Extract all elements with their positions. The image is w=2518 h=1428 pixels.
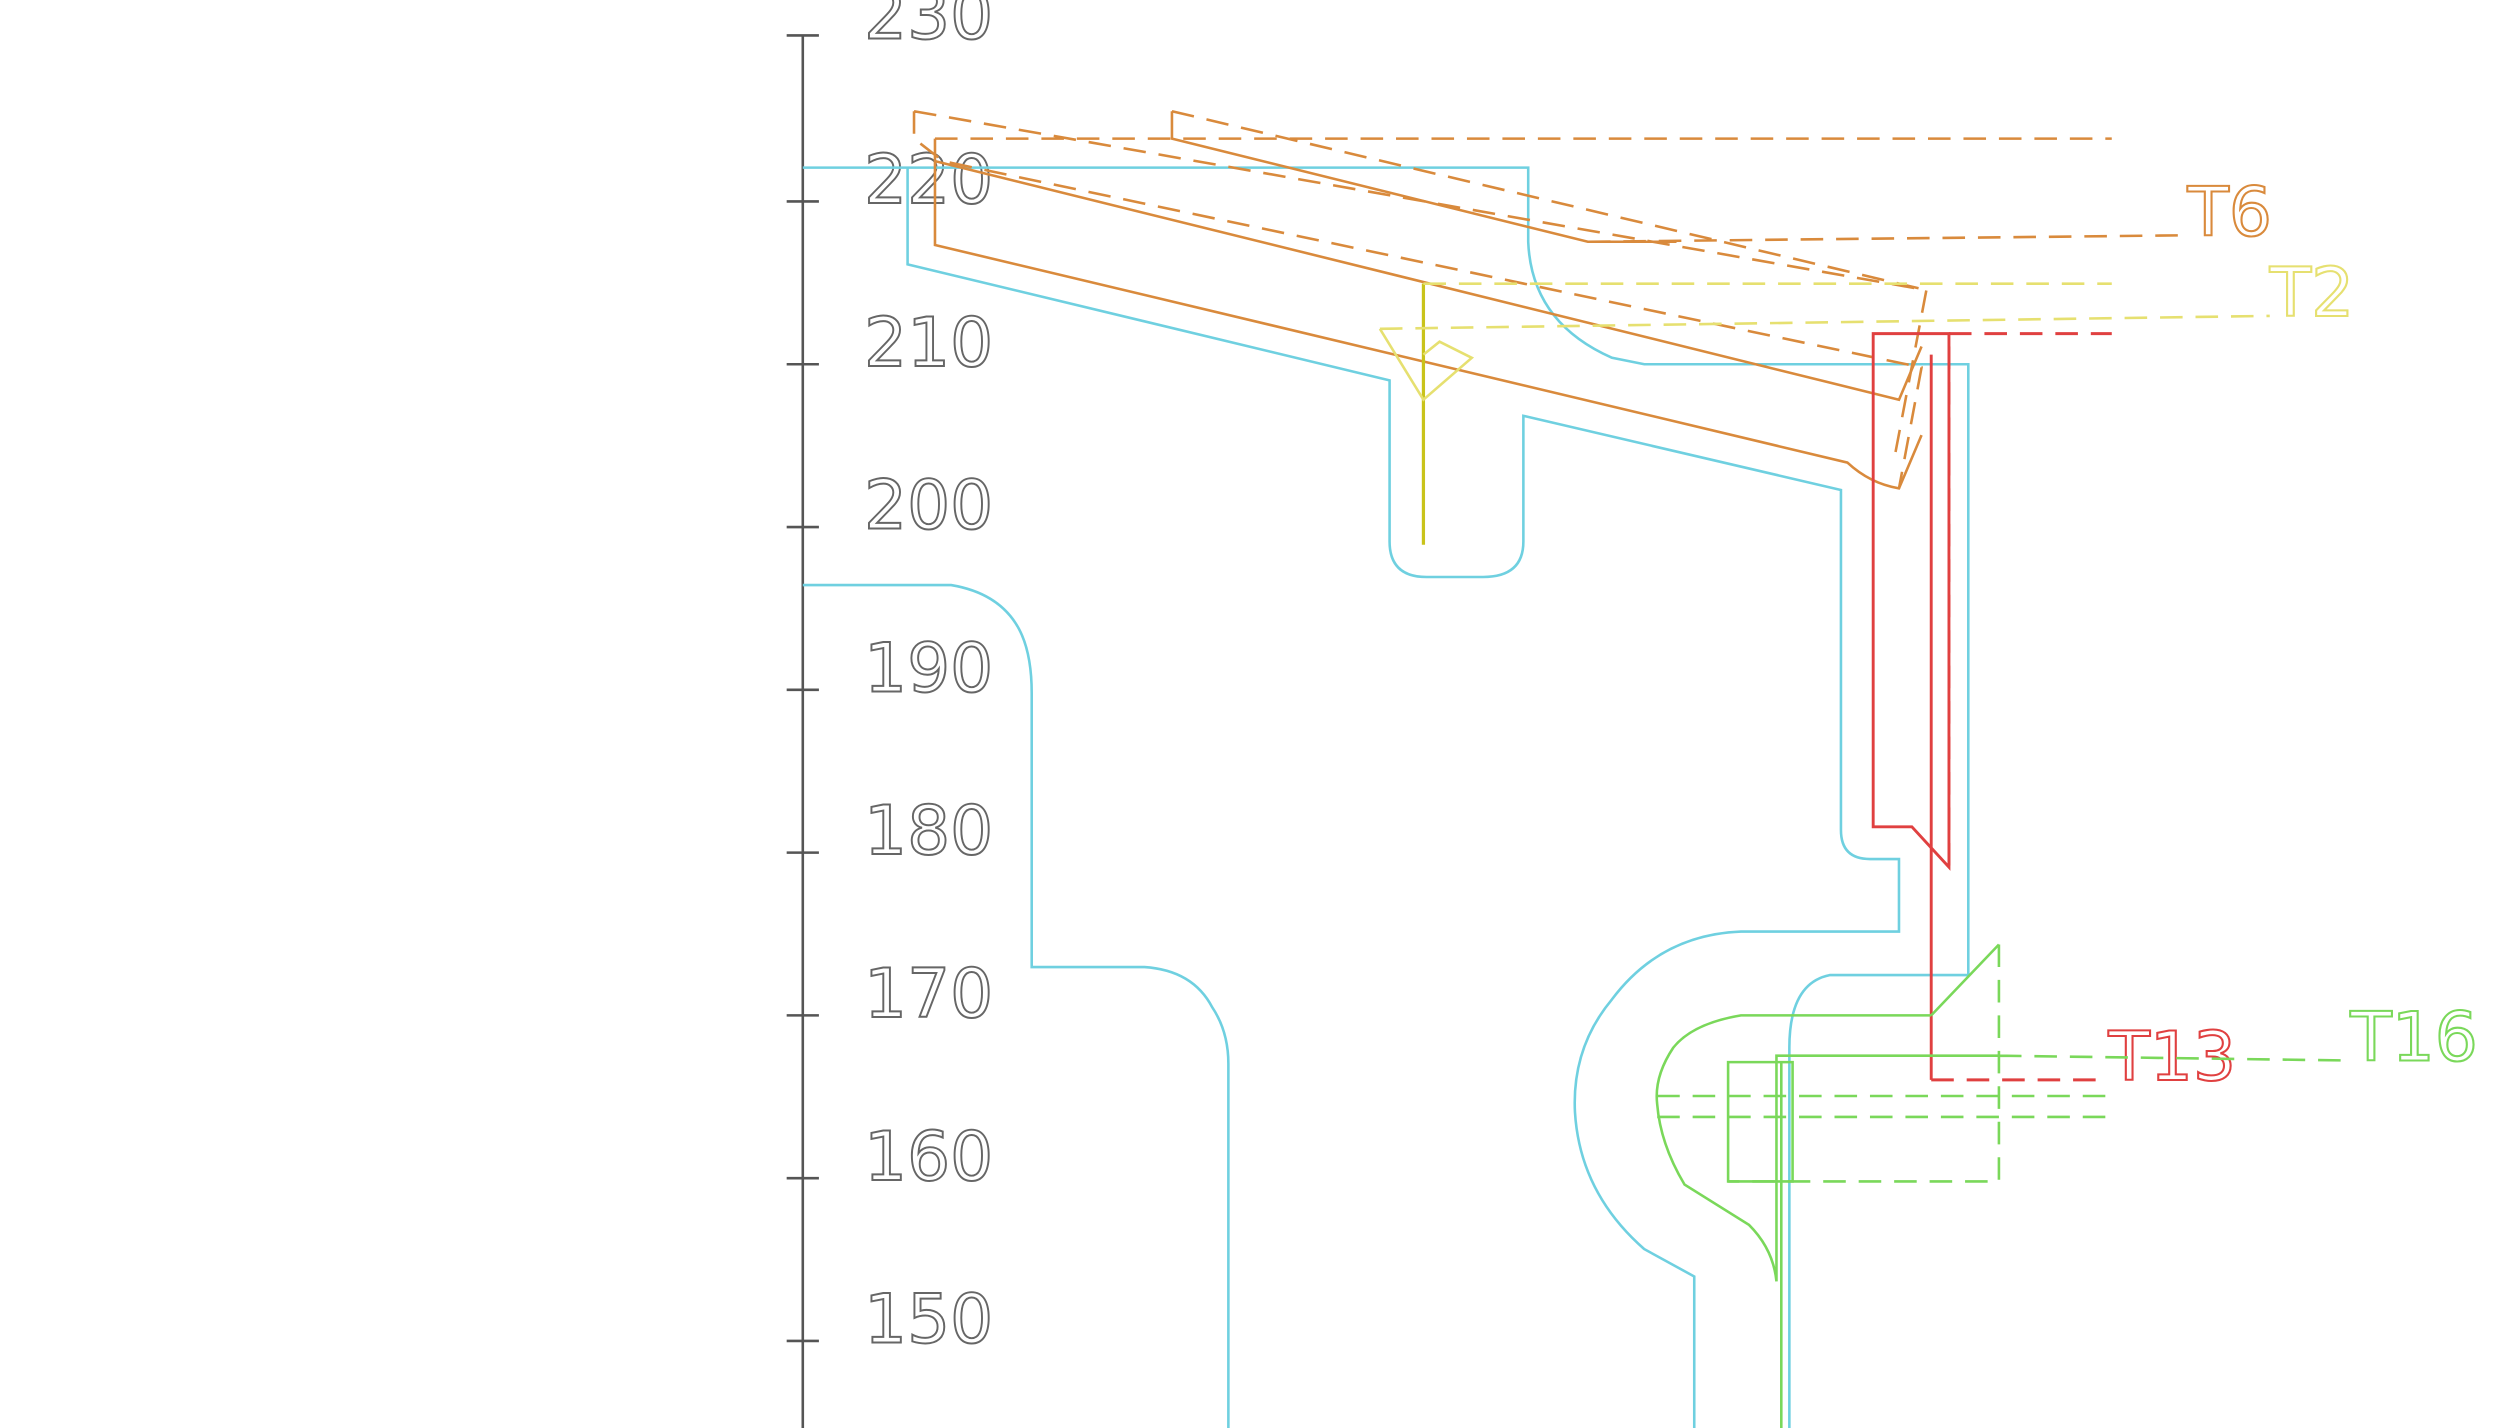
scale-label-190: 190 [864,628,993,707]
tool-t13: T13 [1871,332,2237,1097]
t13-dashed-ref [1931,332,2112,1082]
part-profile [802,166,1970,1428]
part-outline-upper-inner [906,167,1901,1428]
tool-t6: T6 [912,109,2273,490]
t13-label: T13 [2108,1017,2236,1096]
scale-label-230: 230 [864,0,993,55]
scale-label-200: 200 [864,466,993,545]
tool-t16: T16 [1655,943,2479,1428]
t6-solid-upper [934,159,1923,402]
scale-label-170: 170 [864,954,993,1033]
t6-solid-profile [933,138,1923,490]
t6-solid-top [1170,111,1677,244]
tool-t2: T2 [1378,252,2355,545]
t16-profile [1655,1014,1999,1282]
t16-dashed-outline [1657,944,2351,1183]
t6-dashed-ref [934,137,2185,244]
scale-label-210: 210 [864,303,993,382]
part-outline-upper [802,166,1970,1428]
t16-holder [1726,943,2000,1428]
vertical-scale: 230 220 210 200 190 180 170 160 150 [786,0,994,1428]
scale-label-220: 220 [864,140,993,219]
part-outline-lower [802,583,1230,1428]
t13-body [1871,332,1951,871]
t2-dashed-ref [1379,282,2270,331]
t2-label: T2 [2269,253,2354,332]
t6-label: T6 [2187,172,2272,251]
scale-label-180: 180 [864,791,993,870]
t6-dashed-outline [912,109,1928,489]
t16-label: T16 [2349,998,2477,1077]
scale-label-160: 160 [864,1117,993,1196]
scale-label-150: 150 [864,1280,993,1359]
t2-insert [1378,328,1475,402]
